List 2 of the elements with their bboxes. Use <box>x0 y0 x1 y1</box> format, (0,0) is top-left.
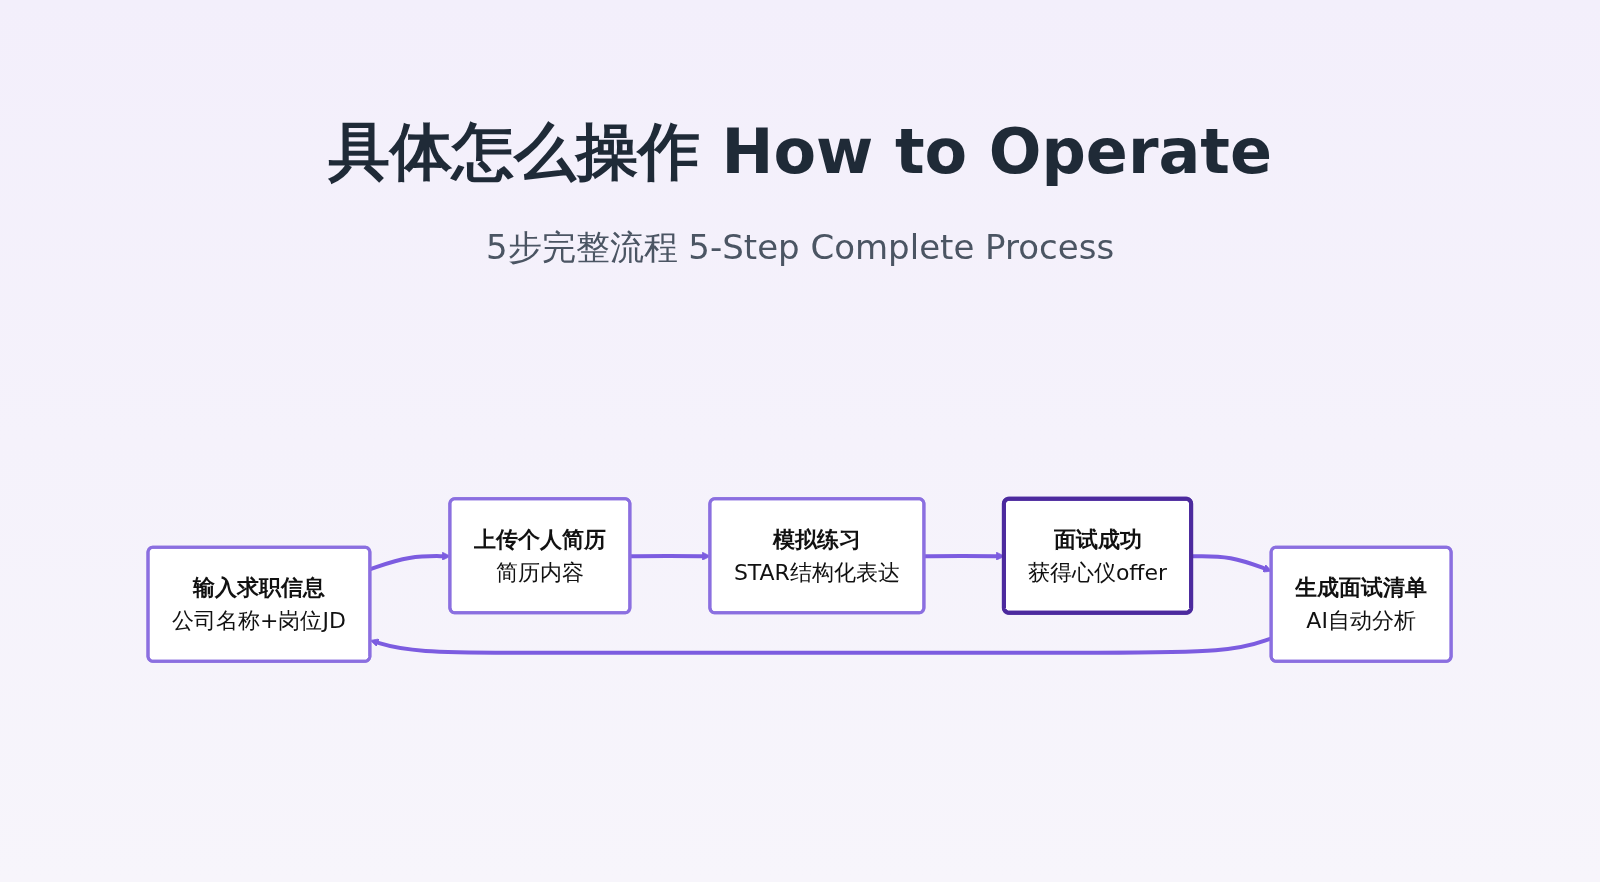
subtitle: 5步完整流程 5-Step Complete Process <box>484 226 1116 269</box>
title: 具体怎么操作 How to Operate <box>327 114 1273 190</box>
